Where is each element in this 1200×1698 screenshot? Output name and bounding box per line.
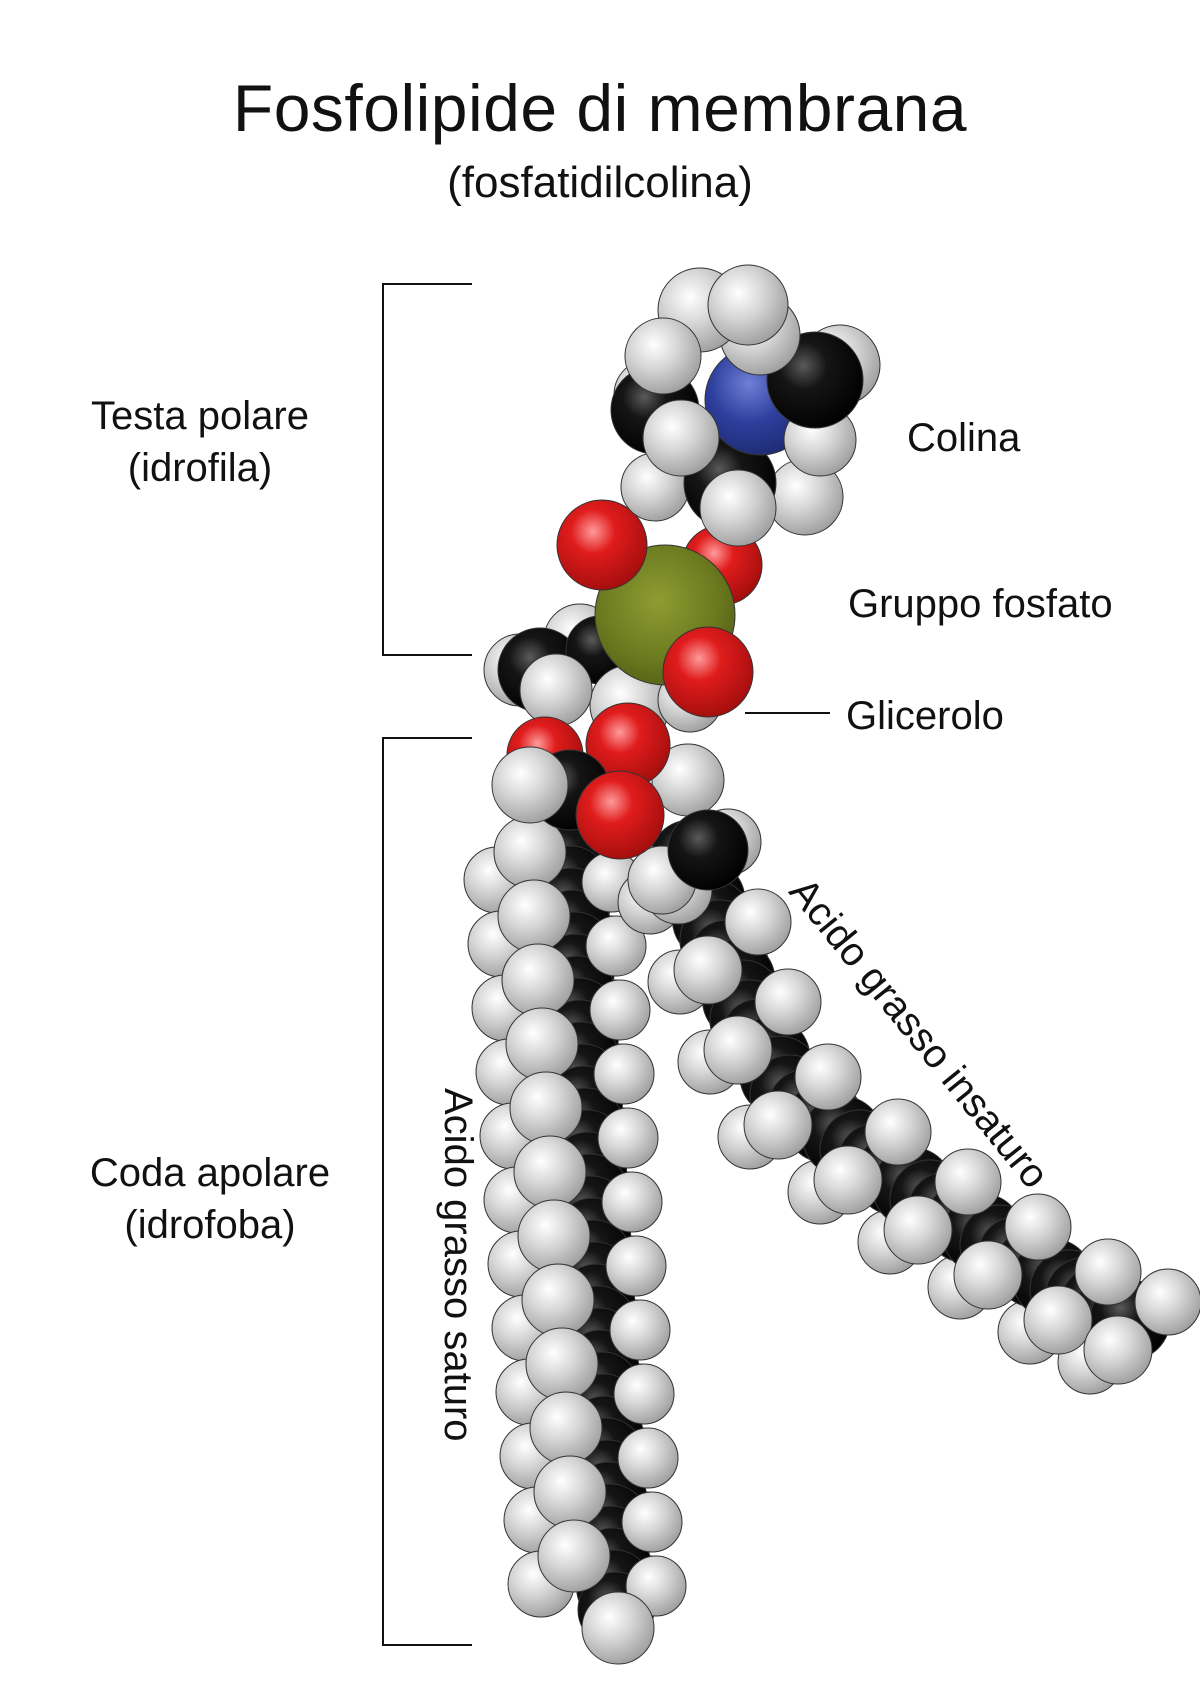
- hydrogen-atom: [585, 915, 647, 977]
- hydrogen-atom: [605, 1235, 667, 1297]
- hydrogen-atom: [529, 1391, 603, 1465]
- hydrogen-atom: [1074, 1238, 1142, 1306]
- hydrogen-atom: [934, 1148, 1002, 1216]
- hydrogen-atom: [513, 1135, 587, 1209]
- hydrogen-atom: [597, 1107, 659, 1169]
- hydrogen-atom: [699, 469, 777, 547]
- hydrogen-atom: [703, 1015, 773, 1085]
- hydrogen-atom: [537, 1519, 611, 1593]
- head-region-label-line2: (idrofila): [127, 446, 273, 490]
- hydrogen-atom: [883, 1195, 953, 1265]
- phosphatidylcholine-molecule: [463, 264, 1200, 1665]
- tail-region-label-line2: (idrofoba): [124, 1203, 296, 1247]
- hydrogen-atom: [621, 1491, 683, 1553]
- hydrogen-atom: [519, 653, 593, 727]
- hydrogen-atom: [617, 1427, 679, 1489]
- tail-region-label: Coda apolare (idrofoba): [40, 1147, 380, 1251]
- tail-region-label-line1: Coda apolare: [89, 1151, 331, 1195]
- page-title: Fosfolipide di membrana: [232, 71, 968, 145]
- hydrogen-atom: [533, 1455, 607, 1529]
- head-region-label-line1: Testa polare: [91, 394, 309, 438]
- polar-head-atoms: [483, 264, 881, 915]
- glycerol-label: Glicerolo: [846, 694, 1004, 738]
- hydrogen-atom: [673, 935, 743, 1005]
- hydrogen-atom: [707, 264, 789, 346]
- oxygen-atom: [662, 626, 754, 718]
- oxygen-atom: [575, 770, 665, 860]
- phosphate-group-label: Gruppo fosfato: [848, 582, 1113, 626]
- hydrogen-atom: [864, 1098, 932, 1166]
- hydrogen-atom: [593, 1043, 655, 1105]
- oxygen-atom: [556, 499, 648, 591]
- hydrogen-atom: [517, 1199, 591, 1273]
- hydrogen-atom: [497, 879, 571, 953]
- hydrogen-atom: [813, 1145, 883, 1215]
- hydrogen-atom: [521, 1263, 595, 1337]
- hydrogen-atom: [589, 979, 651, 1041]
- hydrogen-atom: [609, 1299, 671, 1361]
- saturated-fatty-acid-label: Acido grasso saturo: [436, 1088, 480, 1442]
- head-region-bracket: [382, 283, 472, 656]
- choline-label: Colina: [907, 416, 1021, 460]
- hydrogen-atom: [525, 1327, 599, 1401]
- hydrogen-atom: [794, 1043, 862, 1111]
- hydrogen-atom: [724, 888, 792, 956]
- unsaturated-fatty-acid-chain: [617, 808, 1200, 1395]
- hydrogen-atom: [1134, 1268, 1200, 1336]
- hydrogen-atom: [1004, 1193, 1072, 1261]
- hydrogen-atom: [509, 1071, 583, 1145]
- page-subtitle: (fosfatidilcolina): [447, 158, 753, 207]
- hydrogen-atom: [581, 1591, 655, 1665]
- hydrogen-atom: [953, 1240, 1023, 1310]
- hydrogen-atom: [1023, 1285, 1093, 1355]
- hydrogen-atom: [601, 1171, 663, 1233]
- hydrogen-atom: [613, 1363, 675, 1425]
- hydrogen-atom: [501, 943, 575, 1017]
- hydrogen-atom: [505, 1007, 579, 1081]
- hydrogen-atom: [754, 968, 822, 1036]
- hydrogen-atom: [491, 746, 569, 824]
- tail-region-bracket: [382, 737, 472, 1646]
- head-region-label: Testa polare (idrofila): [40, 390, 360, 494]
- hydrogen-atom: [1083, 1315, 1153, 1385]
- hydrogen-atom: [624, 317, 702, 395]
- hydrogen-atom: [642, 399, 720, 477]
- hydrogen-atom: [743, 1090, 813, 1160]
- carbon-atom: [667, 809, 749, 891]
